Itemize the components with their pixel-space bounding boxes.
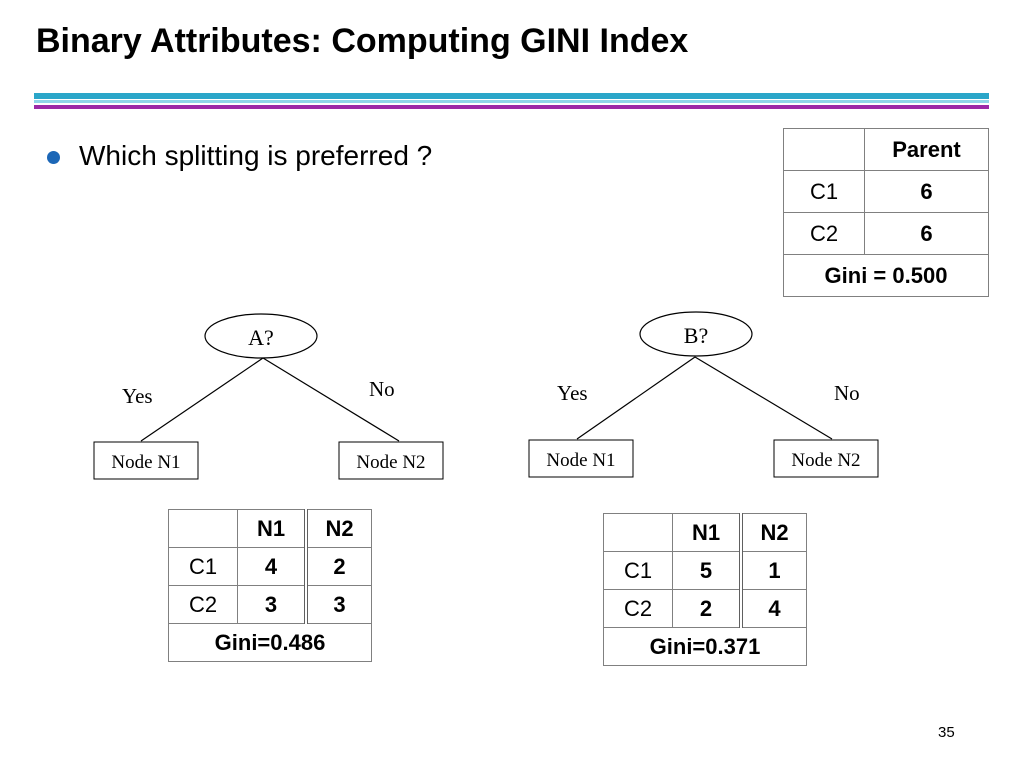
row-label-c1: C1 — [603, 551, 673, 590]
tree-b: B? Yes No Node N1 Node N2 — [528, 311, 879, 478]
bullet-dot-icon — [47, 151, 60, 164]
tree-b-left-edge-line — [576, 356, 696, 440]
tree-b-node-n2 — [773, 439, 879, 478]
tree-b-root-node — [639, 311, 753, 357]
tree-a-left-edge-line — [140, 357, 264, 442]
split-a-c2-n1: 3 — [237, 585, 307, 624]
table-row: Gini=0.371 — [603, 627, 807, 666]
tree-b-no-label: No — [834, 381, 860, 405]
tree-a-root-label: A? — [248, 325, 274, 350]
parent-table: Parent C1 6 C2 6 Gini = 0.500 — [783, 128, 989, 297]
table-row: C2 6 — [783, 212, 989, 255]
split-b-gini: Gini=0.371 — [603, 627, 807, 666]
tree-b-node-n1 — [528, 439, 634, 478]
tree-b-node-n2-label: Node N2 — [791, 450, 860, 471]
table-row: C1 6 — [783, 170, 989, 213]
parent-value-c1: 6 — [864, 170, 989, 213]
tree-b-yes-label: Yes — [557, 381, 588, 405]
split-b-c1-n1: 5 — [672, 551, 742, 590]
tree-b-right-edge-line — [694, 356, 833, 440]
split-b-c1-n2: 1 — [739, 551, 807, 590]
tree-a-yes-label: Yes — [122, 384, 153, 408]
split-b-table: N1 N2 C1 5 1 C2 2 4 Gini=0.371 — [603, 513, 807, 666]
tree-a-no-label: No — [369, 377, 395, 401]
split-b-c2-n1: 2 — [672, 589, 742, 628]
split-b-header-n2: N2 — [739, 513, 807, 552]
table-cell-empty — [783, 128, 865, 171]
row-label-c1: C1 — [783, 170, 865, 213]
tree-a: A? Yes No Node N1 Node N2 — [93, 313, 444, 480]
table-row: C1 4 2 — [168, 547, 372, 586]
table-row: C2 3 3 — [168, 585, 372, 624]
split-a-gini: Gini=0.486 — [168, 623, 372, 662]
tree-a-node-n2-label: Node N2 — [356, 452, 425, 473]
table-row: Gini=0.486 — [168, 623, 372, 662]
title-rule-top — [34, 93, 989, 99]
row-label-c1: C1 — [168, 547, 238, 586]
split-a-header-n2: N2 — [304, 509, 372, 548]
tree-a-node-n1 — [93, 441, 199, 480]
table-cell-empty — [168, 509, 238, 548]
row-label-c2: C2 — [783, 212, 865, 255]
tree-b-node-n1-label: Node N1 — [546, 450, 615, 471]
bullet-text: Which splitting is preferred ? — [79, 140, 433, 171]
tree-a-node-n1-label: Node N1 — [111, 452, 180, 473]
split-a-table: N1 N2 C1 4 2 C2 3 3 Gini=0.486 — [168, 509, 372, 662]
tree-b-root-label: B? — [684, 323, 708, 348]
page-number: 35 — [938, 724, 955, 741]
split-a-c1-n1: 4 — [237, 547, 307, 586]
tree-a-root-node — [204, 313, 318, 359]
table-row: N1 N2 — [168, 509, 372, 548]
table-row: N1 N2 — [603, 513, 807, 552]
split-a-header-n1: N1 — [237, 509, 307, 548]
row-label-c2: C2 — [603, 589, 673, 628]
table-row: C2 2 4 — [603, 589, 807, 628]
split-a-c2-n2: 3 — [304, 585, 372, 624]
table-row: Gini = 0.500 — [783, 254, 989, 297]
parent-gini: Gini = 0.500 — [783, 254, 989, 297]
parent-value-c2: 6 — [864, 212, 989, 255]
slide-title: Binary Attributes: Computing GINI Index — [36, 22, 689, 60]
split-b-header-n1: N1 — [672, 513, 742, 552]
split-a-c1-n2: 2 — [304, 547, 372, 586]
tree-a-right-edge-line — [262, 357, 400, 442]
row-label-c2: C2 — [168, 585, 238, 624]
tree-a-node-n2 — [338, 441, 444, 480]
split-b-c2-n2: 4 — [739, 589, 807, 628]
title-rule-middle — [34, 100, 989, 103]
table-row: C1 5 1 — [603, 551, 807, 590]
table-cell-empty — [603, 513, 673, 552]
title-rule-bottom — [34, 105, 989, 109]
